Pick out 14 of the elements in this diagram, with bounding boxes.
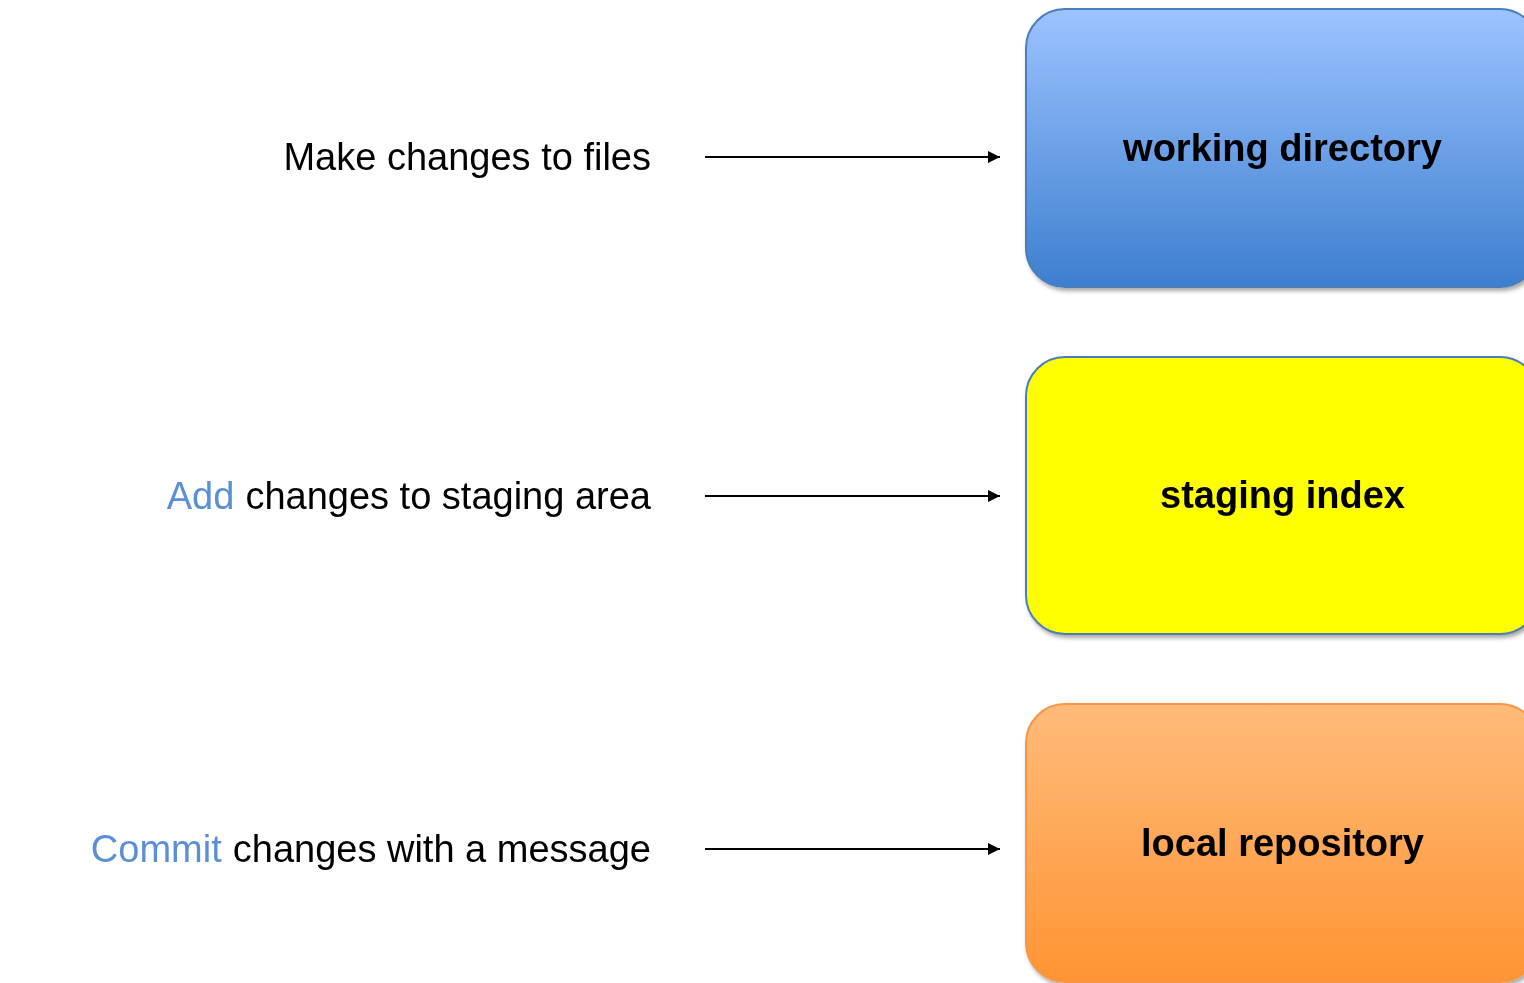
command-word: Add bbox=[166, 474, 235, 518]
arrow bbox=[704, 151, 1001, 163]
stage-label: local repository bbox=[1141, 821, 1424, 865]
step-text: changes with a message bbox=[232, 827, 651, 871]
step-text: Make changes to files bbox=[283, 135, 651, 179]
command-word: Commit bbox=[90, 827, 222, 871]
step-text: changes to staging area bbox=[245, 474, 651, 518]
arrow bbox=[704, 490, 1001, 502]
stage-box bbox=[1025, 356, 1524, 635]
stage-label: staging index bbox=[1160, 474, 1405, 517]
stage-box bbox=[1025, 703, 1524, 983]
stage-label: working directory bbox=[1123, 126, 1442, 170]
stage-box bbox=[1025, 8, 1524, 288]
arrow bbox=[704, 843, 1001, 855]
